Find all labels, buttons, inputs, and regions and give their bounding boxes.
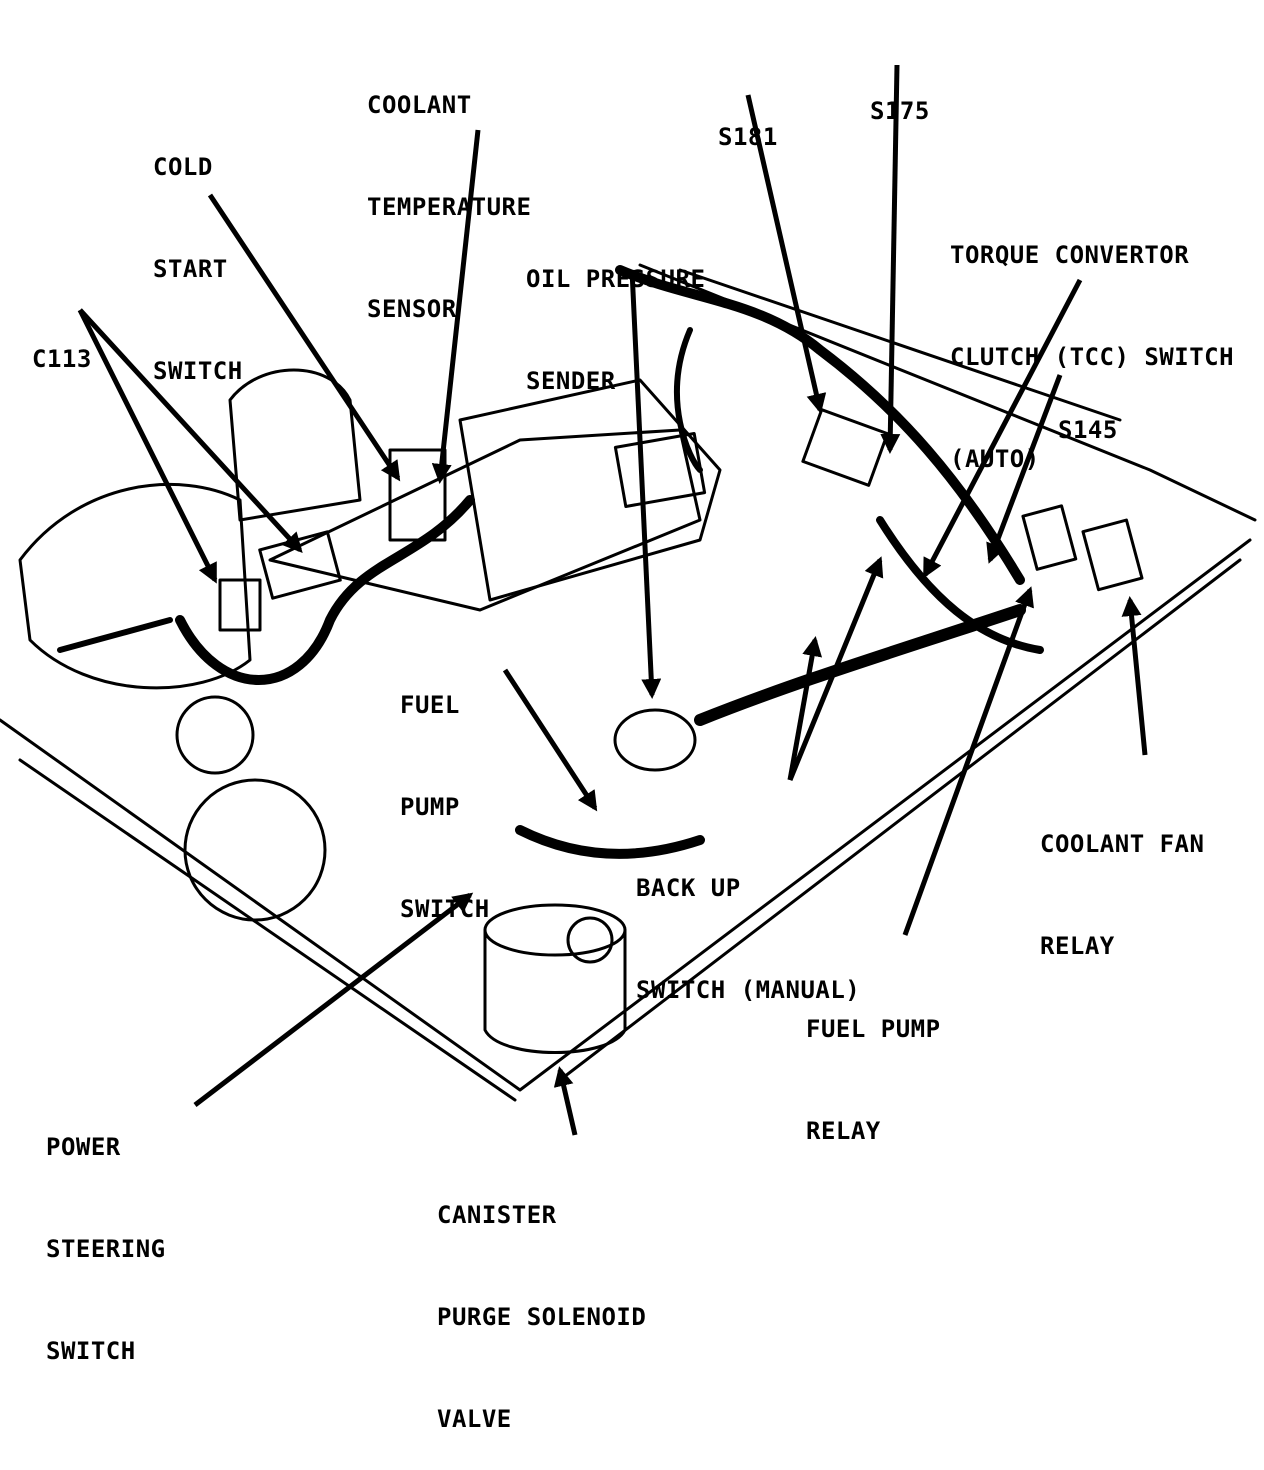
oil-sender-housing — [613, 432, 707, 508]
connector-block — [258, 530, 342, 600]
throttle-body — [228, 368, 362, 522]
canister-cap — [566, 916, 614, 964]
canister-body — [483, 928, 627, 1054]
label-oil-pressure-sender: OIL PRESSURE SENDER — [526, 265, 706, 395]
label-s175: S175 — [870, 97, 930, 125]
arrow-cold-start — [207, 193, 401, 482]
arrow-tcc-switch — [922, 278, 1083, 579]
arrow-s175 — [880, 64, 901, 454]
harness-down — [674, 327, 703, 473]
engine-drawing — [0, 64, 1257, 1136]
harness-lower — [515, 825, 705, 859]
arrow-back-up-a — [787, 636, 823, 781]
alternator — [183, 778, 327, 922]
pulley — [175, 695, 255, 775]
engine-compartment-diagram: COLD START SWITCH COOLANT TEMPERATURE SE… — [0, 64, 1257, 1433]
sensor-cluster — [388, 448, 447, 542]
fender-edge-right — [558, 558, 1242, 1082]
arrow-back-up-b — [787, 556, 884, 781]
arrow-power-steering — [193, 892, 474, 1107]
label-coolant-fan-relay: COOLANT FAN RELAY — [1040, 830, 1205, 960]
label-cold-start-switch: COLD START SWITCH — [153, 153, 243, 385]
cowl-line-2 — [678, 268, 1122, 422]
label-fuel-pump-switch: FUEL PUMP SWITCH — [400, 691, 490, 923]
air-intake-tube — [18, 483, 252, 690]
arrow-oil-pressure — [629, 269, 662, 699]
harness-loop — [876, 516, 1044, 654]
c113-connector — [218, 578, 262, 632]
fan-relay-block — [1081, 518, 1144, 592]
harness-left — [175, 495, 475, 685]
arrow-fuel-pump-switch — [502, 668, 598, 812]
arrow-canister — [553, 1066, 578, 1136]
canister-top — [483, 903, 627, 957]
arrow-fuel-pump-relay — [902, 586, 1034, 936]
s181-splice — [801, 408, 889, 487]
valve-cover — [458, 378, 722, 602]
engine-block — [268, 428, 702, 612]
arrow-c113-a — [77, 308, 218, 584]
label-coolant-temperature-sensor: COOLANT TEMPERATURE SENSOR — [367, 91, 532, 323]
label-fuel-pump-relay: FUEL PUMP RELAY — [806, 1015, 941, 1145]
throttle-cable — [57, 617, 173, 653]
arrow-coolant-temp — [431, 129, 481, 484]
back-up-switch-body — [613, 708, 697, 772]
fender-inner-line — [18, 758, 517, 1102]
label-c113: C113 — [32, 345, 92, 373]
label-canister-purge-solenoid-valve: CANISTER PURGE SOLENOID VALVE — [437, 1201, 647, 1433]
label-s181: S181 — [718, 123, 778, 151]
harness-main — [615, 265, 1025, 585]
arrow-coolant-fan-relay — [1121, 596, 1148, 756]
arrow-s145-a — [986, 374, 1063, 564]
label-power-steering-switch: POWER STEERING SWITCH — [46, 1133, 166, 1365]
label-torque-convertor-clutch-switch: TORQUE CONVERTOR CLUTCH (TCC) SWITCH (AU… — [950, 241, 1235, 473]
label-back-up-switch: BACK UP SWITCH (MANUAL) — [636, 874, 861, 1004]
arrow-s181 — [745, 94, 827, 414]
cowl-line — [638, 263, 1257, 522]
label-s145: S145 — [1058, 416, 1118, 444]
arrow-c113-b — [78, 308, 303, 553]
relay-block-2 — [1021, 504, 1078, 571]
fender-outline — [0, 538, 1252, 1092]
